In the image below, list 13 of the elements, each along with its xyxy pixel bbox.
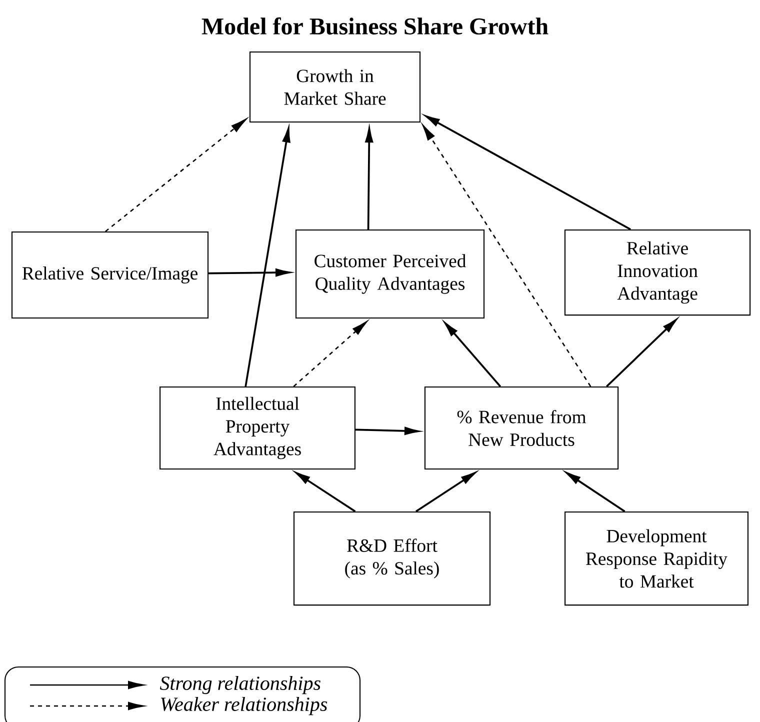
process-box: Intellectual Property Advantages: [160, 386, 356, 470]
process-box: R&D Effort (as % Sales): [293, 511, 491, 606]
process-box: Growth in Market Share: [249, 51, 421, 123]
arrow: [105, 118, 246, 232]
legend-text: Strong relationships: [160, 676, 320, 694]
process-box: Relative Service/Image: [11, 231, 209, 319]
title: Model for Business Share Growth: [202, 17, 548, 35]
process-box: Relative Innovation Advantage: [564, 229, 751, 316]
arrow: [293, 320, 368, 387]
process-box: % Revenue from New Products: [424, 386, 619, 470]
legend-text: Weaker relationships: [161, 696, 328, 716]
process-box: Customer Perceived Quality Advantages: [295, 229, 485, 319]
process-box: Development Response Rapidity to Market: [564, 511, 748, 606]
